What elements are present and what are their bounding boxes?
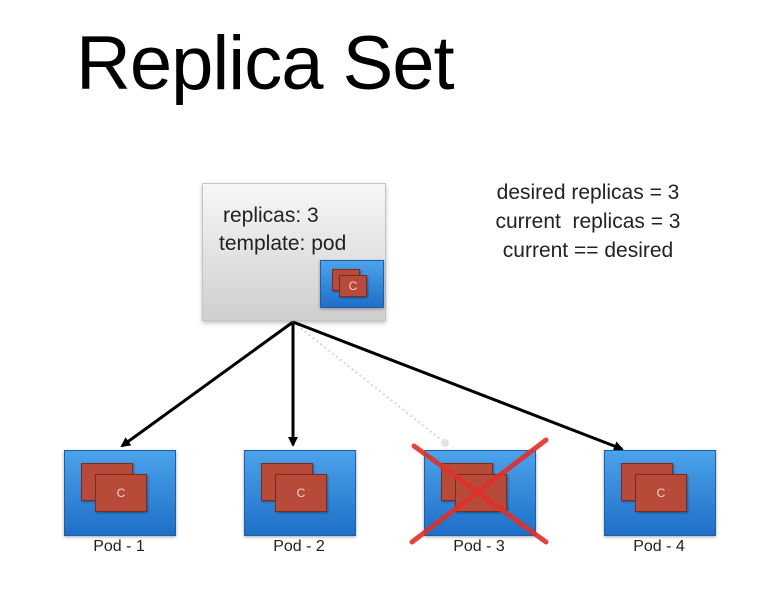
delete-cross-stroke-2 [409, 437, 549, 545]
template-container-letter: C [348, 279, 358, 293]
template-container-front: C [339, 275, 367, 297]
current-replicas-text: current replicas = 3 [495, 210, 681, 233]
pod-1-label: Pod - 1 [93, 538, 145, 555]
current-equals-desired-text: current == desired [502, 239, 674, 262]
arrow-to-pod-1 [120, 320, 294, 448]
pod-2-container-letter: C [296, 486, 306, 500]
diagram-title: Replica Set [76, 21, 455, 106]
desired-replicas-text: desired replicas = 3 [496, 181, 680, 204]
template-label: template: pod [219, 232, 347, 255]
pod-4-label: Pod - 4 [633, 538, 685, 555]
replica-set-box: replicas: 3 template: pod C [202, 183, 386, 321]
pod-2: C [244, 450, 356, 536]
delete-cross-stroke-1 [411, 443, 549, 545]
replicas-count-label: replicas: 3 [223, 204, 319, 227]
pod-1-container-letter: C [116, 486, 126, 500]
pod-1: C [64, 450, 176, 536]
pod-4-container-front: C [635, 474, 687, 512]
pod-4-container-letter: C [656, 486, 666, 500]
pod-3-label: Pod - 3 [453, 538, 505, 555]
pod-2-container-front: C [275, 474, 327, 512]
faded-arrow-to-pod-3 [292, 321, 446, 444]
template-pod-icon: C [320, 260, 384, 308]
pod-1-container-front: C [95, 474, 147, 512]
pod-2-label: Pod - 2 [273, 538, 325, 555]
faded-arrow-end-dot [441, 439, 449, 447]
pod-4: C [604, 450, 716, 536]
replica-status: desired replicas = 3 current replicas = … [478, 178, 698, 265]
arrow-to-pod-4 [292, 320, 624, 451]
